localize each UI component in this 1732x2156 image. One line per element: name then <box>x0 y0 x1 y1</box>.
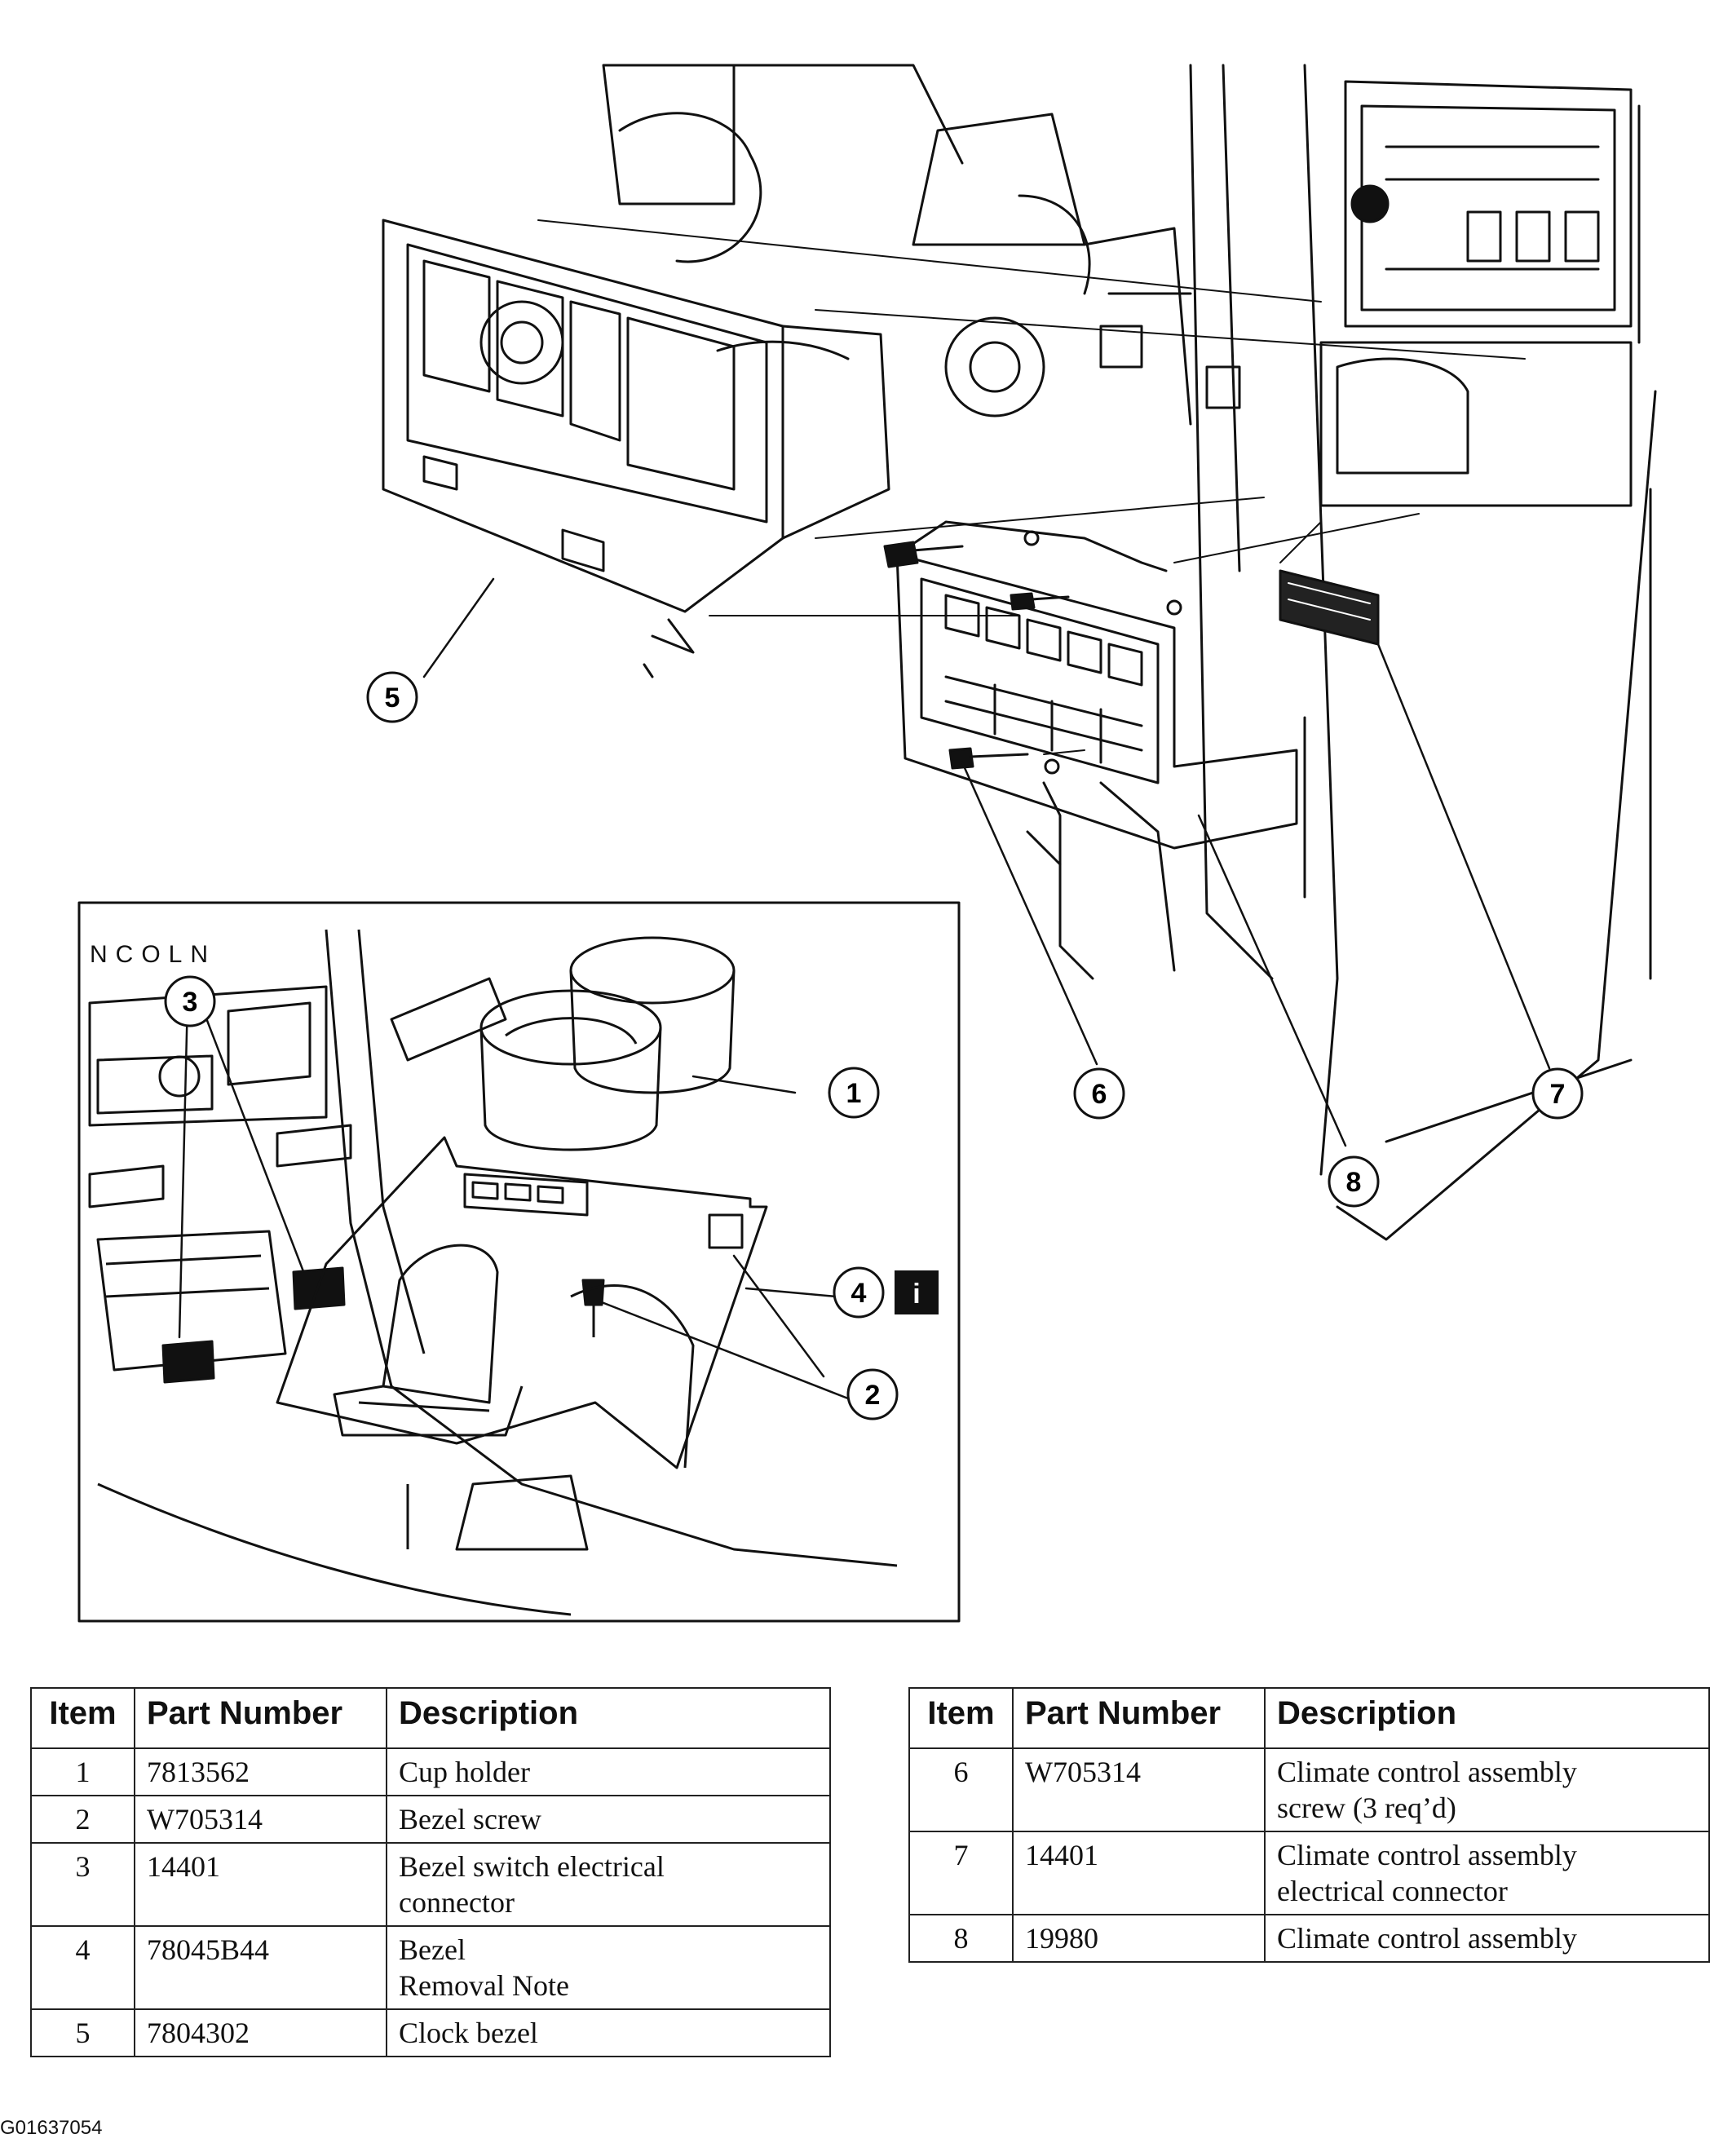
table-row: 4 78045B44 Bezel Removal Note <box>30 1925 831 2010</box>
callouts: 5 6 7 8 3 1 4 i <box>164 671 1584 1420</box>
table-header-row: Item Part Number Description <box>908 1687 1710 1749</box>
removal-note-link[interactable]: Removal Note <box>399 1969 569 2002</box>
item-cell: 4 <box>30 1925 135 2010</box>
callout-1-label: 1 <box>846 1078 862 1109</box>
description-line: Clock bezel <box>399 2017 538 2049</box>
header-description: Description <box>1264 1687 1710 1749</box>
item-cell: 1 <box>30 1747 135 1796</box>
description-cell: Bezel switch electrical connector <box>386 1842 831 1927</box>
item-cell: 7 <box>908 1831 1014 1915</box>
callout-3-label: 3 <box>183 987 198 1018</box>
item-cell: 8 <box>908 1914 1014 1963</box>
climate-control-assembly <box>895 520 1298 850</box>
item-cell: 2 <box>30 1795 135 1844</box>
callout-6-label: 6 <box>1092 1079 1107 1110</box>
description-line: Cup holder <box>399 1756 530 1788</box>
table-row: 6 W705314 Climate control assembly screw… <box>908 1747 1710 1832</box>
description-line: Climate control assembly <box>1277 1756 1577 1788</box>
callout-5: 5 <box>366 671 418 723</box>
description-cell: Bezel screw <box>386 1795 831 1844</box>
table-row: 8 19980 Climate control assembly <box>908 1914 1710 1963</box>
part-number-cell: 19980 <box>1012 1914 1266 1963</box>
electrical-connector <box>1279 569 1380 646</box>
callout-2-label: 2 <box>865 1380 881 1411</box>
callout-8: 8 <box>1328 1155 1380 1208</box>
table-row: 3 14401 Bezel switch electrical connecto… <box>30 1842 831 1927</box>
alignment-lines <box>537 219 1526 755</box>
part-number-cell: 7813562 <box>134 1747 387 1796</box>
figure-id: G01637054 <box>0 2117 103 2139</box>
description-line: connector <box>399 1886 515 1919</box>
description-cell: Climate control assembly screw (3 req’d) <box>1264 1747 1710 1832</box>
table-row: 2 W705314 Bezel screw <box>30 1795 831 1844</box>
description-cell: Climate control assembly electrical conn… <box>1264 1831 1710 1915</box>
item-cell: 5 <box>30 2008 135 2057</box>
callout-6: 6 <box>1073 1067 1125 1120</box>
callout-7: 7 <box>1531 1067 1584 1120</box>
callout-4: 4 <box>833 1266 885 1319</box>
description-cell: Climate control assembly <box>1264 1914 1710 1963</box>
screws <box>883 541 1070 770</box>
dashboard-background <box>602 64 1657 1241</box>
item-cell: 6 <box>908 1747 1014 1832</box>
info-icon: i <box>895 1270 939 1314</box>
callout-5-label: 5 <box>385 683 400 714</box>
item-cell: 3 <box>30 1842 135 1927</box>
description-line: Bezel <box>399 1933 466 1966</box>
callout-8-label: 8 <box>1346 1167 1362 1198</box>
part-number-cell: 14401 <box>1012 1831 1266 1915</box>
description-line: screw (3 req’d) <box>1277 1792 1456 1824</box>
description-line: Bezel switch electrical <box>399 1850 665 1883</box>
description-cell: Cup holder <box>386 1747 831 1796</box>
parts-table-left: Item Part Number Description 1 7813562 C… <box>30 1687 831 2057</box>
callout-3: 3 <box>164 975 216 1027</box>
description-line: electrical connector <box>1277 1875 1508 1907</box>
table-row: 7 14401 Climate control assembly electri… <box>908 1831 1710 1915</box>
part-number-cell: W705314 <box>134 1795 387 1844</box>
callout-1: 1 <box>828 1067 880 1119</box>
table-row: 1 7813562 Cup holder <box>30 1747 831 1796</box>
part-number-cell: 7804302 <box>134 2008 387 2057</box>
header-part-number: Part Number <box>134 1687 387 1749</box>
exploded-view-illustration: NCOLN <box>77 64 1657 1623</box>
description-cell: Clock bezel <box>386 2008 831 2057</box>
header-part-number: Part Number <box>1012 1687 1266 1749</box>
callout-2: 2 <box>846 1368 899 1420</box>
header-item: Item <box>908 1687 1014 1749</box>
part-number-cell: W705314 <box>1012 1747 1266 1832</box>
clock-bezel <box>382 219 890 678</box>
parts-table-right: Item Part Number Description 6 W705314 C… <box>908 1687 1710 1963</box>
inset-panel: NCOLN <box>77 901 961 1623</box>
description-cell: Bezel Removal Note <box>386 1925 831 2010</box>
inset-logo-text: NCOLN <box>90 941 216 968</box>
radio-unit <box>1319 80 1633 507</box>
leader-lines <box>178 577 1551 1400</box>
callout-7-label: 7 <box>1550 1079 1566 1110</box>
description-line: Climate control assembly <box>1277 1922 1577 1955</box>
description-line: Bezel screw <box>399 1803 541 1836</box>
callout-4-label: 4 <box>851 1278 867 1309</box>
info-badge-label: i <box>912 1279 920 1310</box>
table-header-row: Item Part Number Description <box>30 1687 831 1749</box>
part-number-cell: 14401 <box>134 1842 387 1927</box>
console-support <box>1026 716 1306 980</box>
table-row: 5 7804302 Clock bezel <box>30 2008 831 2057</box>
header-item: Item <box>30 1687 135 1749</box>
part-number-cell: 78045B44 <box>134 1925 387 2010</box>
header-description: Description <box>386 1687 831 1749</box>
description-line: Climate control assembly <box>1277 1839 1577 1871</box>
